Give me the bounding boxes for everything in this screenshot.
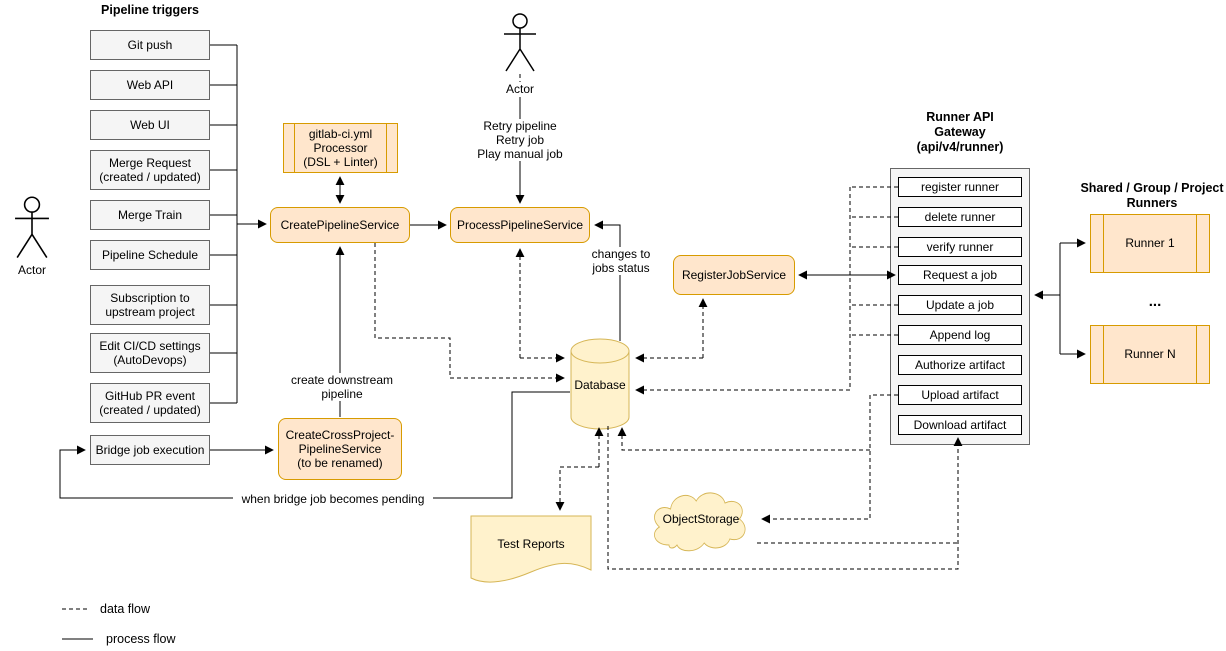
endpoint-append-log: Append log: [898, 325, 1022, 345]
trigger-merge-train: Merge Train: [90, 200, 210, 230]
trigger-git-push: Git push: [90, 30, 210, 60]
endpoint-request-a-job: Request a job: [898, 265, 1022, 285]
object-storage: ObjectStorage: [645, 485, 757, 555]
document-icon: [470, 515, 592, 583]
runners-title: Shared / Group / Project Runners: [1080, 181, 1224, 210]
pipeline-triggers-heading: Pipeline triggers: [101, 3, 199, 17]
trigger-github-pr-event: GitHub PR event (created / updated): [90, 383, 210, 423]
register-job-service: RegisterJobService: [673, 255, 795, 295]
actor-actions-label: Retry pipeline Retry job Play manual job: [455, 119, 585, 161]
runners-ellipsis: ...: [1148, 293, 1162, 311]
runner-1: Runner 1: [1090, 214, 1210, 273]
endpoint-download-artifact: Download artifact: [898, 415, 1022, 435]
object-storage-label: ObjectStorage: [662, 512, 740, 526]
create-cross-project-pipeline-service: CreateCrossProject- PipelineService (to …: [278, 418, 402, 480]
trigger-web-ui: Web UI: [90, 110, 210, 140]
database: Database: [570, 338, 630, 430]
process-pipeline-service: ProcessPipelineService: [450, 207, 590, 243]
runner-n: Runner N: [1090, 325, 1210, 384]
legend-process-flow-label: process flow: [106, 632, 176, 646]
legend-data-flow-label: data flow: [100, 602, 151, 616]
endpoint-upload-artifact: Upload artifact: [898, 385, 1022, 405]
trigger-subscription-upstream: Subscription to upstream project: [90, 285, 210, 325]
test-reports: Test Reports: [470, 515, 592, 585]
edge-db-to-test-reports: [555, 466, 599, 511]
create-pipeline-service: CreatePipelineService: [270, 207, 410, 243]
trigger-bridge-job-execution: Bridge job execution: [90, 435, 210, 465]
gitlab-ci-yml-processor: gitlab-ci.yml Processor (DSL + Linter): [283, 123, 398, 173]
trigger-web-api: Web API: [90, 70, 210, 100]
test-reports-label: Test Reports: [497, 537, 565, 551]
edge-db-to-process-pipeline: [594, 220, 621, 341]
actor-left-label: Actor: [17, 262, 46, 277]
endpoint-verify-runner: verify runner: [898, 237, 1022, 257]
actor-top-label: Actor: [505, 81, 534, 96]
edge-upload-to-db: [617, 427, 870, 451]
trigger-bus-stubs: [210, 44, 237, 404]
endpoint-update-a-job: Update a job: [898, 295, 1022, 315]
when-bridge-pending-label: when bridge job becomes pending: [233, 492, 433, 506]
endpoint-delete-runner: delete runner: [898, 207, 1022, 227]
trigger-edit-cicd-settings: Edit CI/CD settings (AutoDevops): [90, 333, 210, 373]
changes-to-jobs-status-label: changes to jobs status: [580, 247, 662, 275]
create-downstream-pipeline-label: create downstream pipeline: [282, 373, 402, 401]
actor-left-icon: [15, 196, 49, 259]
runner-api-gateway-title: Runner API Gateway (api/v4/runner): [916, 110, 1004, 154]
trigger-pipeline-schedule: Pipeline Schedule: [90, 240, 210, 270]
database-cylinder-icon: [570, 338, 630, 430]
edge-upload-to-object-storage: [761, 394, 898, 524]
trigger-merge-request: Merge Request (created / updated): [90, 150, 210, 190]
edge-create-pipeline-to-db: [374, 243, 565, 383]
database-label: Database: [574, 378, 626, 392]
actor-top-icon: [504, 13, 536, 72]
endpoint-authorize-artifact: Authorize artifact: [898, 355, 1022, 375]
endpoint-register-runner: register runner: [898, 177, 1022, 197]
